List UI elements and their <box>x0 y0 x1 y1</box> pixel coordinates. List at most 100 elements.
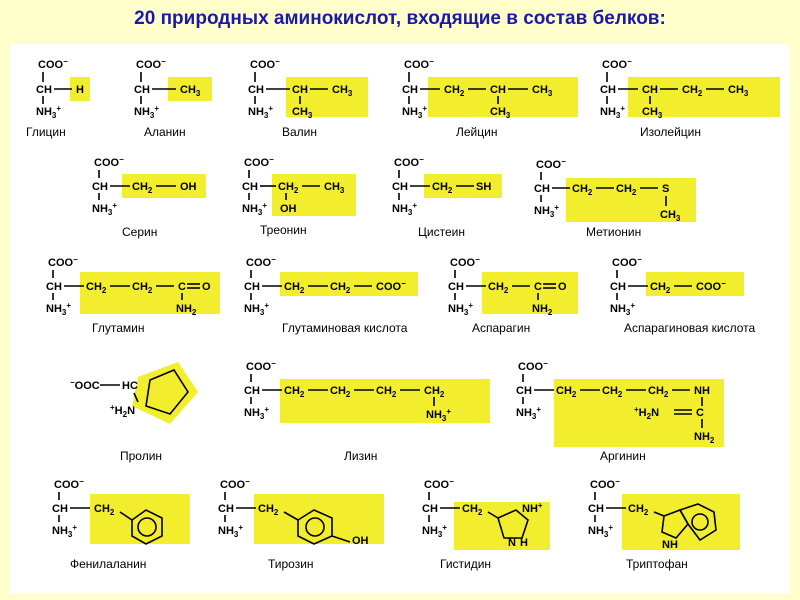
svg-text:NH+: NH+ <box>522 501 543 515</box>
svg-text:C: C <box>534 281 542 293</box>
side-chain-highlight <box>90 494 190 544</box>
structure-cysteine: COO− CH CH2 SH NH3+ Цистеин <box>392 155 502 239</box>
side-chain-highlight <box>70 77 90 101</box>
structure-glutamic-acid: COO− CH CH2 CH2 COO− NH3+ Глутаминовая к… <box>244 255 418 335</box>
svg-text:CH2: CH2 <box>572 183 593 197</box>
structure-methionine: COO− CH CH2 CH2 S CH3 NH3+ Метионин <box>534 157 696 239</box>
svg-text:CH: CH <box>92 181 108 193</box>
structure-glutamine: COO− CH CH2 CH2 C O NH2 NH3+ Глутамин <box>46 255 220 335</box>
page-title: 20 природных аминокислот, входящие в сос… <box>134 8 666 29</box>
svg-text:NH3+: NH3+ <box>36 104 61 120</box>
svg-text:CH2: CH2 <box>86 281 107 295</box>
side-chain-highlight <box>628 77 780 117</box>
structure-histidine: COO− CH CH2 NH+ N H NH3+ Гистидин <box>422 477 550 571</box>
svg-text:CH3: CH3 <box>180 84 201 98</box>
svg-text:COO−: COO− <box>518 359 548 373</box>
svg-text:NH3+: NH3+ <box>534 203 559 219</box>
svg-text:CH2: CH2 <box>278 181 299 195</box>
side-chain-highlight <box>132 362 198 424</box>
svg-text:CH2: CH2 <box>330 385 351 399</box>
svg-text:NH3+: NH3+ <box>448 301 473 317</box>
svg-text:COO−: COO− <box>246 359 276 373</box>
svg-text:COO−: COO− <box>38 57 68 71</box>
svg-text:CH: CH <box>516 385 532 397</box>
svg-text:NH3+: NH3+ <box>218 523 243 539</box>
svg-text:CH: CH <box>36 84 52 96</box>
svg-text:CH: CH <box>248 84 264 96</box>
amino-acid-name: Аргинин <box>600 449 646 463</box>
svg-text:NH3+: NH3+ <box>92 201 117 217</box>
svg-text:COO−: COO− <box>612 255 642 269</box>
side-chain-highlight <box>622 494 740 550</box>
amino-acid-name: Фенилаланин <box>70 557 146 571</box>
amino-acid-name: Глутаминовая кислота <box>282 321 408 335</box>
amino-acid-name: Тирозин <box>268 557 314 571</box>
svg-text:CH2: CH2 <box>432 181 453 195</box>
amino-acid-name: Аспарагиновая кислота <box>624 321 756 335</box>
svg-text:CH: CH <box>642 84 658 96</box>
svg-text:NH3+: NH3+ <box>610 301 635 317</box>
svg-text:CH: CH <box>448 281 464 293</box>
svg-text:NH3+: NH3+ <box>392 201 417 217</box>
svg-text:COO−: COO− <box>244 155 274 169</box>
svg-text:COO−: COO− <box>590 477 620 491</box>
amino-acid-name: Глицин <box>26 125 66 139</box>
svg-text:CH2: CH2 <box>616 183 637 197</box>
svg-text:CH2: CH2 <box>284 385 305 399</box>
svg-text:OH: OH <box>352 535 369 547</box>
structure-threonine: COO− CH CH2 CH3 OH NH3+ Треонин <box>242 155 356 237</box>
amino-acid-name: Изолейцин <box>640 125 701 139</box>
svg-text:COO−: COO− <box>536 157 566 171</box>
svg-text:NH3+: NH3+ <box>588 523 613 539</box>
svg-text:CH: CH <box>402 84 418 96</box>
side-chain-highlight <box>280 379 490 423</box>
svg-text:−OOC: −OOC <box>70 378 100 392</box>
svg-text:CH: CH <box>52 503 68 515</box>
structure-alanine: COO− CH CH3 NH3+ Аланин <box>134 57 212 139</box>
svg-text:COO−: COO− <box>250 57 280 71</box>
amino-acid-panel: COO− CH H NH3+ Глицин COO− CH CH3 NH3+ А… <box>10 44 790 594</box>
svg-text:NH3+: NH3+ <box>134 104 159 120</box>
side-chain-highlight <box>566 178 696 222</box>
side-chain-highlight <box>454 502 550 550</box>
svg-text:COO−: COO− <box>376 279 406 293</box>
svg-text:NH3+: NH3+ <box>402 104 427 120</box>
svg-text:CH: CH <box>422 503 438 515</box>
svg-text:NH3+: NH3+ <box>52 523 77 539</box>
svg-text:COO−: COO− <box>602 57 632 71</box>
side-chain-highlight <box>80 272 220 314</box>
svg-text:COO−: COO− <box>136 57 166 71</box>
svg-text:CH: CH <box>490 84 506 96</box>
svg-text:H: H <box>76 84 84 96</box>
svg-text:CH: CH <box>46 281 62 293</box>
amino-acid-name: Треонин <box>260 223 307 237</box>
side-chain-highlight <box>646 272 744 296</box>
svg-text:N: N <box>508 537 516 549</box>
svg-text:CH2: CH2 <box>132 281 153 295</box>
svg-text:NH2: NH2 <box>532 303 553 317</box>
amino-acid-name: Глутамин <box>92 321 144 335</box>
svg-text:CH2: CH2 <box>424 385 445 399</box>
svg-text:C: C <box>178 281 186 293</box>
svg-text:CH2: CH2 <box>462 503 483 517</box>
svg-text:COO−: COO− <box>48 255 78 269</box>
svg-text:CH2: CH2 <box>376 385 397 399</box>
svg-text:CH3: CH3 <box>490 106 511 120</box>
svg-text:O: O <box>558 281 567 293</box>
svg-text:S: S <box>662 183 669 195</box>
svg-text:NH3+: NH3+ <box>242 201 267 217</box>
amino-acid-name: Цистеин <box>418 225 465 239</box>
side-chain-highlight <box>428 77 578 117</box>
svg-text:CH2: CH2 <box>602 385 623 399</box>
svg-text:CH: CH <box>242 181 258 193</box>
structure-isoleucine: COO− CH CH CH2 CH3 CH3 NH3+ Изолейцин <box>600 57 780 139</box>
svg-text:CH2: CH2 <box>628 503 649 517</box>
svg-text:OH: OH <box>280 203 297 215</box>
svg-text:CH2: CH2 <box>284 281 305 295</box>
svg-text:CH2: CH2 <box>488 281 509 295</box>
svg-text:NH: NH <box>694 385 710 397</box>
svg-text:CH: CH <box>244 385 260 397</box>
svg-text:CH: CH <box>534 183 550 195</box>
amino-acid-name: Метионин <box>586 225 641 239</box>
structure-proline: −OOC HC +H2N Пролин <box>70 362 198 463</box>
